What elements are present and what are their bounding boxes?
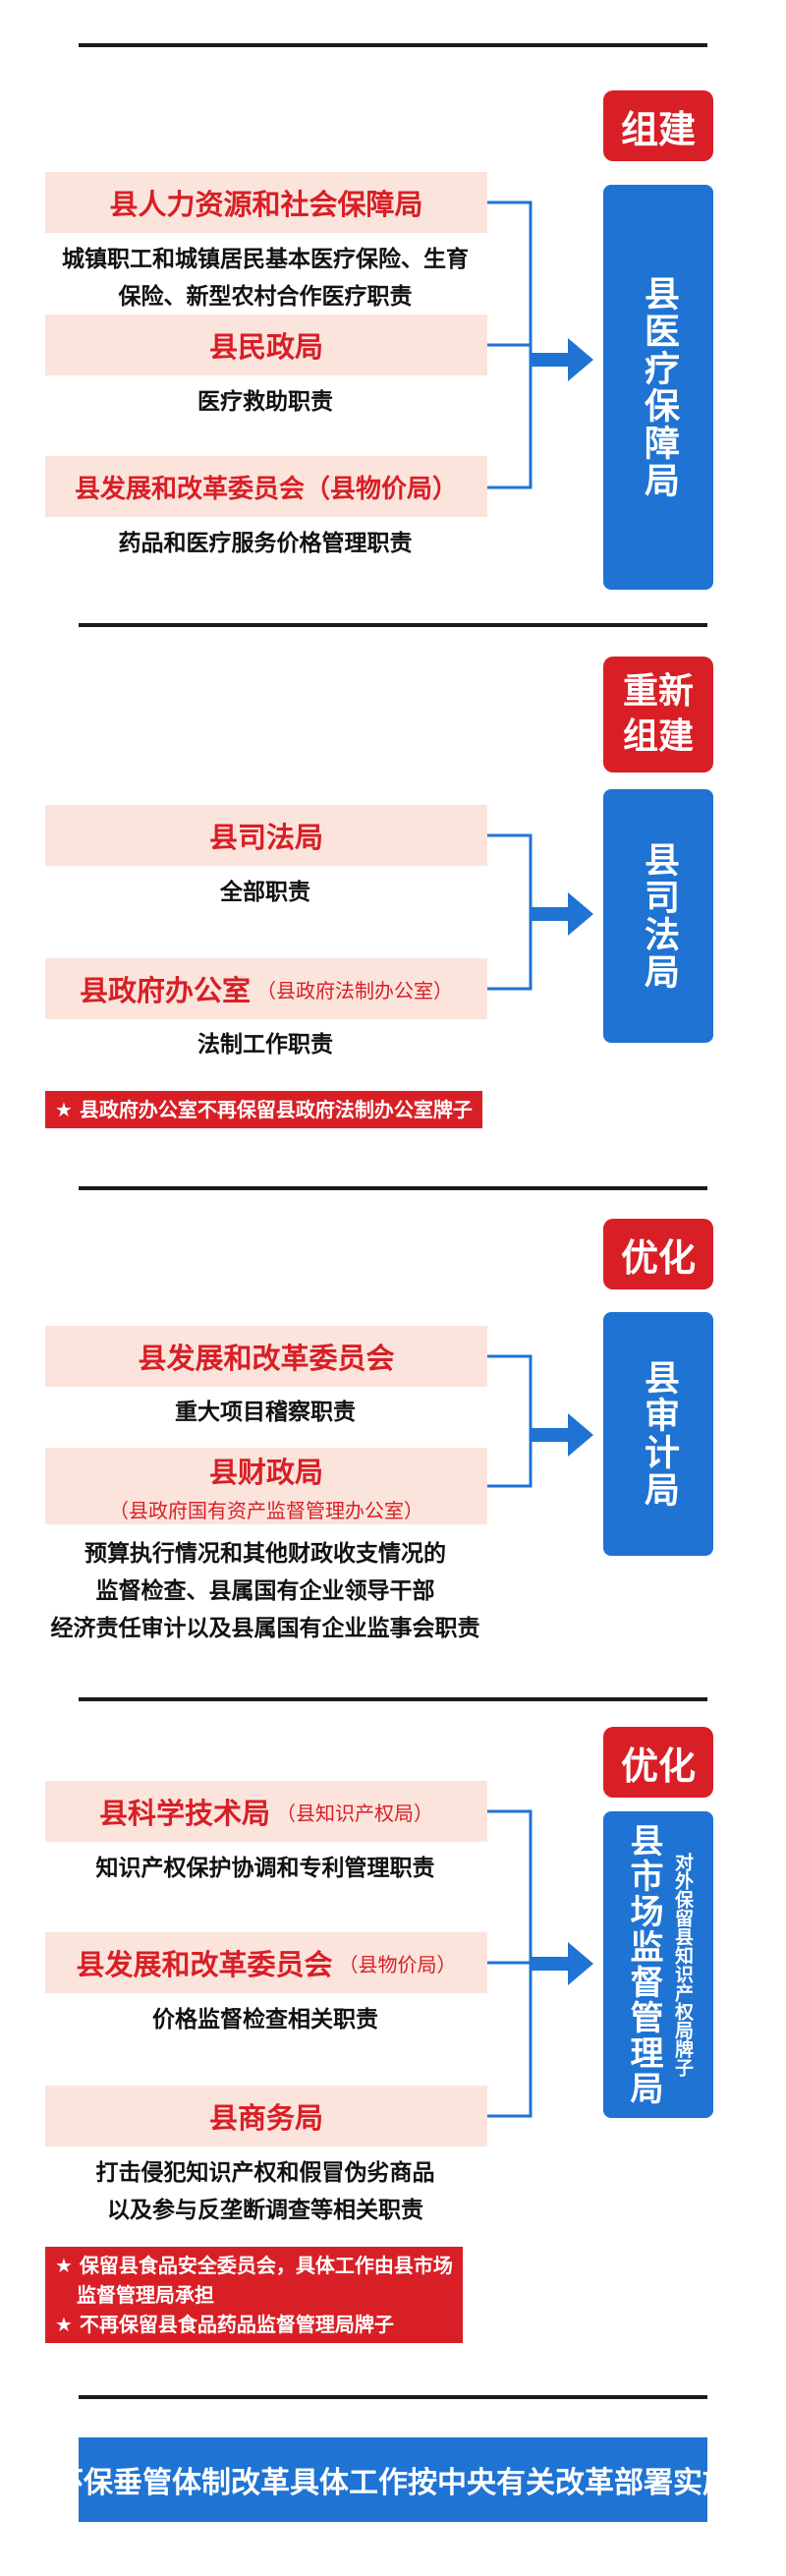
target-agency-box: 县司法局 [603, 789, 713, 1043]
duty-text: 预算执行情况和其他财政收支情况的 监督检查、县属国有企业领导干部 经济责任审计以… [29, 1535, 501, 1647]
duty-line: 法制工作职责 [197, 1032, 333, 1058]
footer-banner: 环保垂管体制改革具体工作按中央有关改革部署实施 [54, 2437, 732, 2522]
section-divider [79, 1186, 707, 1190]
target-agency-name: 县司法局 [639, 841, 679, 991]
source-agency-subtitle: （县政府国有资产监督管理办公室） [109, 1498, 423, 1522]
duty-text: 全部职责 [29, 874, 501, 911]
arrow-right-icon [531, 338, 593, 1985]
duty-line: 监督检查、县属国有企业领导干部 [95, 1578, 435, 1604]
source-agency-name: 县民政局 [208, 330, 323, 364]
duty-line: 价格监督检查相关职责 [152, 2007, 378, 2032]
source-agency-subtitle: （县政府法制办公室） [256, 978, 453, 1002]
duty-line: 保险、新型农村合作医疗职责 [118, 284, 413, 310]
duty-line: 全部职责 [220, 880, 310, 905]
section-divider [79, 2395, 707, 2399]
source-agency-name: 县政府办公室 [79, 974, 251, 1007]
source-agency-box: 县发展和改革委员会（县物价局） [45, 456, 487, 517]
action-badge: 优化 [603, 1219, 713, 1289]
note-banner: ★ 县政府办公室不再保留县政府法制办公室牌子 [45, 1091, 482, 1128]
source-agency-box: 县财政局 （县政府国有资产监督管理办公室） [45, 1448, 487, 1524]
section-divider [79, 1697, 707, 1701]
source-agency-name: 县发展和改革委员会（县物价局） [74, 474, 458, 504]
note-line: ★ 保留县食品安全委员会，具体工作由县市场 [55, 2254, 453, 2277]
note-line: 监督管理局承担 [77, 2283, 214, 2307]
source-agency-box: 县商务局 [45, 2086, 487, 2147]
source-agency-name: 县发展和改革委员会 [76, 1948, 333, 1981]
duty-text: 城镇职工和城镇居民基本医疗保险、生育 保险、新型农村合作医疗职责 [29, 241, 501, 315]
duty-text: 重大项目稽察职责 [29, 1394, 501, 1431]
duty-line: 经济责任审计以及县属国有企业监事会职责 [50, 1616, 480, 1641]
source-agency-name: 县发展和改革委员会 [138, 1342, 395, 1375]
source-agency-box: 县发展和改革委员会 （县物价局） [45, 1932, 487, 1993]
duty-text: 知识产权保护协调和专利管理职责 [29, 1850, 501, 1887]
duty-text: 价格监督检查相关职责 [29, 2001, 501, 2038]
note-banner: ★ 保留县食品安全委员会，具体工作由县市场 监督管理局承担 ★ 不再保留县食品药… [45, 2247, 463, 2343]
source-agency-box: 县人力资源和社会保障局 [45, 172, 487, 233]
source-agency-name: 县人力资源和社会保障局 [109, 188, 423, 221]
source-agency-box: 县民政局 [45, 315, 487, 375]
source-agency-subtitle: （县物价局） [338, 1952, 457, 1976]
target-agency-name: 县市场监督管理局 [624, 1823, 663, 2106]
action-badge: 重新组建 [603, 657, 713, 773]
target-agency-name: 县审计局 [639, 1359, 679, 1509]
footer-text: 环保垂管体制改革具体工作按中央有关改革部署实施 [54, 2466, 732, 2500]
source-agency-box: 县司法局 [45, 805, 487, 866]
duty-line: 医疗救助职责 [197, 389, 333, 415]
duty-text: 法制工作职责 [29, 1026, 501, 1063]
duty-line: 重大项目稽察职责 [175, 1400, 356, 1425]
duty-line: 预算执行情况和其他财政收支情况的 [84, 1541, 446, 1567]
source-agency-subtitle: （县知识产权局） [276, 1801, 433, 1825]
duty-line: 打击侵犯知识产权和假冒伪劣商品 [95, 2160, 435, 2186]
duty-line: 知识产权保护协调和专利管理职责 [95, 1856, 435, 1881]
target-agency-side-note: 对外保留县知识产权局牌子 [672, 1853, 694, 2077]
source-agency-name: 县司法局 [208, 821, 323, 854]
action-badge: 优化 [603, 1727, 713, 1798]
section-divider [79, 43, 707, 47]
source-agency-name: 县商务局 [208, 2101, 323, 2135]
duty-line: 以及参与反垄断调查等相关职责 [107, 2198, 423, 2223]
target-agency-box: 县医疗保障局 [603, 185, 713, 590]
duty-text: 医疗救助职责 [29, 383, 501, 421]
section-divider [79, 623, 707, 627]
source-agency-name: 县财政局 [208, 1455, 323, 1489]
duty-text: 打击侵犯知识产权和假冒伪劣商品 以及参与反垄断调查等相关职责 [29, 2154, 501, 2229]
duty-text: 药品和医疗服务价格管理职责 [29, 525, 501, 562]
note-line: ★ 县政府办公室不再保留县政府法制办公室牌子 [55, 1098, 473, 1121]
note-line: ★ 不再保留县食品药品监督管理局牌子 [55, 2313, 394, 2336]
duty-line: 城镇职工和城镇居民基本医疗保险、生育 [62, 247, 469, 272]
source-agency-box: 县科学技术局 （县知识产权局） [45, 1781, 487, 1842]
target-agency-name: 县医疗保障局 [639, 275, 679, 499]
duty-line: 药品和医疗服务价格管理职责 [118, 531, 413, 556]
target-agency-box: 县审计局 [603, 1312, 713, 1556]
source-agency-box: 县发展和改革委员会 [45, 1326, 487, 1387]
source-agency-box: 县政府办公室 （县政府法制办公室） [45, 958, 487, 1019]
target-agency-box: 县市场监督管理局 对外保留县知识产权局牌子 [603, 1811, 713, 2118]
action-badge: 组建 [603, 90, 713, 161]
source-agency-name: 县科学技术局 [98, 1797, 270, 1830]
